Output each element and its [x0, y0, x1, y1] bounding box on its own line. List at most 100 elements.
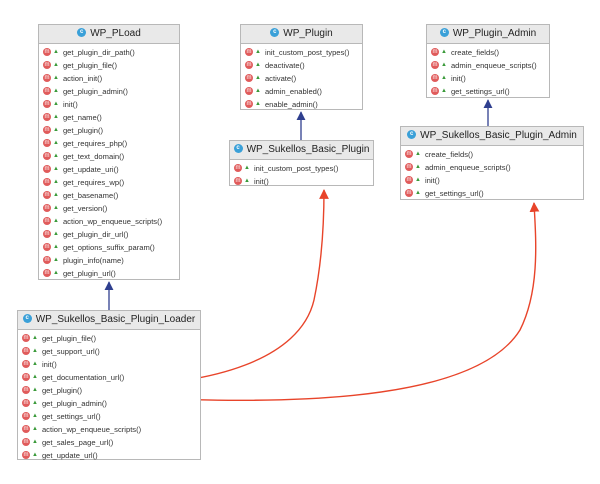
method-row[interactable]: m▲get_documentation_url() [18, 371, 200, 384]
public-visibility-icon: ▲ [32, 347, 38, 354]
class-icon: c [407, 129, 417, 139]
method-icon: m [43, 126, 51, 134]
method-row[interactable]: m▲get_plugin() [39, 124, 179, 137]
method-name: get_plugin() [41, 386, 83, 395]
method-row[interactable]: m▲init() [230, 175, 373, 188]
public-visibility-icon: ▲ [53, 230, 59, 237]
method-row[interactable]: m▲get_plugin_admin() [18, 397, 200, 410]
method-row[interactable]: m▲get_sales_page_url() [18, 436, 200, 449]
method-icon: m [43, 217, 51, 225]
method-name: get_name() [62, 113, 102, 122]
method-row[interactable]: m▲get_plugin_file() [18, 332, 200, 345]
method-row[interactable]: m▲create_fields() [401, 148, 583, 161]
method-row[interactable]: m▲get_update_url() [18, 449, 200, 462]
method-row[interactable]: m▲deactivate() [241, 59, 362, 72]
method-row[interactable]: m▲init() [39, 98, 179, 111]
method-name: get_plugin_admin() [62, 87, 128, 96]
public-visibility-icon: ▲ [53, 269, 59, 276]
method-name: plugin_info(name) [62, 256, 124, 265]
method-name: get_support_url() [41, 347, 100, 356]
method-row[interactable]: m▲get_plugin_url() [39, 267, 179, 280]
method-row[interactable]: m▲init() [427, 72, 549, 85]
method-row[interactable]: m▲get_settings_url() [427, 85, 549, 98]
method-icon: m [43, 256, 51, 264]
method-row[interactable]: m▲action_init() [39, 72, 179, 85]
method-row[interactable]: m▲get_settings_url() [401, 187, 583, 200]
method-icon: m [22, 386, 30, 394]
method-row[interactable]: m▲admin_enabled() [241, 85, 362, 98]
method-icon: m [405, 189, 413, 197]
method-row[interactable]: m▲get_update_uri() [39, 163, 179, 176]
method-icon: m [43, 100, 51, 108]
public-visibility-icon: ▲ [53, 217, 59, 224]
method-row[interactable]: m▲action_wp_enqueue_scripts() [18, 423, 200, 436]
method-name: enable_admin() [264, 100, 318, 109]
method-row[interactable]: m▲enable_admin() [241, 98, 362, 111]
method-row[interactable]: m▲admin_enqueue_scripts() [427, 59, 549, 72]
method-row[interactable]: m▲init() [401, 174, 583, 187]
class-name: WP_Sukellos_Basic_Plugin [246, 144, 370, 155]
method-icon: m [245, 87, 253, 95]
method-row[interactable]: m▲init() [18, 358, 200, 371]
public-visibility-icon: ▲ [53, 113, 59, 120]
method-row[interactable]: m▲admin_enqueue_scripts() [401, 161, 583, 174]
method-row[interactable]: m▲plugin_info(name) [39, 254, 179, 267]
method-row[interactable]: m▲get_plugin_dir_path() [39, 46, 179, 59]
method-icon: m [431, 74, 439, 82]
public-visibility-icon: ▲ [441, 61, 447, 68]
method-row[interactable]: m▲get_settings_url() [18, 410, 200, 423]
method-row[interactable]: m▲activate() [241, 72, 362, 85]
public-visibility-icon: ▲ [53, 87, 59, 94]
method-row[interactable]: m▲get_plugin() [18, 384, 200, 397]
method-icon: m [431, 87, 439, 95]
method-row[interactable]: m▲get_plugin_admin() [39, 85, 179, 98]
public-visibility-icon: ▲ [53, 48, 59, 55]
method-name: create_fields() [424, 150, 474, 159]
method-name: get_plugin_file() [41, 334, 96, 343]
method-row[interactable]: m▲get_name() [39, 111, 179, 124]
method-row[interactable]: m▲get_plugin_dir_url() [39, 228, 179, 241]
method-icon: m [22, 373, 30, 381]
method-row[interactable]: m▲create_fields() [427, 46, 549, 59]
method-row[interactable]: m▲get_options_suffix_param() [39, 241, 179, 254]
method-row[interactable]: m▲get_text_domain() [39, 150, 179, 163]
public-visibility-icon: ▲ [441, 87, 447, 94]
public-visibility-icon: ▲ [441, 48, 447, 55]
method-row[interactable]: m▲get_requires_php() [39, 137, 179, 150]
method-name: get_text_domain() [62, 152, 125, 161]
method-row[interactable]: m▲get_plugin_file() [39, 59, 179, 72]
method-name: get_plugin_file() [62, 61, 117, 70]
public-visibility-icon: ▲ [53, 256, 59, 263]
method-row[interactable]: m▲get_basename() [39, 189, 179, 202]
public-visibility-icon: ▲ [53, 243, 59, 250]
method-row[interactable]: m▲get_version() [39, 202, 179, 215]
method-name: get_documentation_url() [41, 373, 125, 382]
public-visibility-icon: ▲ [32, 373, 38, 380]
method-row[interactable]: m▲init_custom_post_types() [230, 162, 373, 175]
public-visibility-icon: ▲ [32, 425, 38, 432]
public-visibility-icon: ▲ [415, 189, 421, 196]
public-visibility-icon: ▲ [53, 204, 59, 211]
method-name: get_settings_url() [450, 87, 510, 96]
method-icon: m [43, 48, 51, 56]
public-visibility-icon: ▲ [53, 165, 59, 172]
method-row[interactable]: m▲get_support_url() [18, 345, 200, 358]
method-row[interactable]: m▲action_wp_enqueue_scripts() [39, 215, 179, 228]
public-visibility-icon: ▲ [244, 164, 250, 171]
method-name: get_plugin() [62, 126, 104, 135]
method-icon: m [405, 176, 413, 184]
method-row[interactable]: m▲get_requires_wp() [39, 176, 179, 189]
method-icon: m [22, 425, 30, 433]
method-icon: m [22, 399, 30, 407]
method-icon: m [43, 152, 51, 160]
method-row[interactable]: m▲init_custom_post_types() [241, 46, 362, 59]
